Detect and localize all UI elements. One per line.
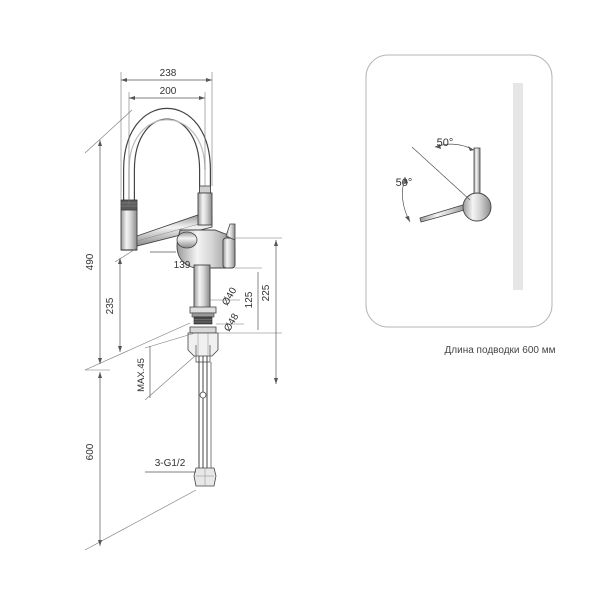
spray-head <box>120 199 138 251</box>
mixer-body <box>176 229 236 269</box>
connection-callout: 3-G1/2 <box>145 458 196 473</box>
angle-label-upper: 50° <box>437 137 454 149</box>
handle-lever <box>225 223 236 241</box>
dim-label-600: 600 <box>85 443 96 460</box>
rotation-view-panel: 50° 50° <box>365 54 553 328</box>
upper-column <box>197 192 213 226</box>
dim-diameter-40: Ø40 <box>210 285 240 308</box>
dim-label-125: 125 <box>244 291 255 308</box>
dim-height-490: 490 <box>84 109 191 371</box>
dim-width-238: 238 <box>120 68 213 200</box>
base-flange <box>189 306 217 325</box>
hose-length-caption: Длина подводки 600 мм <box>444 345 556 356</box>
handle-rotation-diagram: 50° 50° <box>396 137 492 223</box>
connection-label: 3-G1/2 <box>155 458 186 469</box>
dim-label-o48: Ø48 <box>222 311 241 333</box>
dim-label-200: 200 <box>160 86 177 97</box>
dim-max-45: MAX.45 <box>136 332 196 401</box>
arched-spout <box>123 107 211 210</box>
dim-label-490: 490 <box>85 253 96 270</box>
dim-height-125: 125 <box>235 267 262 330</box>
dim-label-139: 139 <box>174 260 191 271</box>
dim-label-o40: Ø40 <box>220 285 239 307</box>
dim-width-200: 200 <box>128 86 206 205</box>
supply-hoses <box>193 356 217 487</box>
faucet-side-view: 238 200 490 235 <box>84 68 282 551</box>
dim-spout-139: 139 <box>150 251 191 271</box>
dim-diameter-48: Ø48 <box>216 311 244 334</box>
scrollbar-track <box>513 83 523 290</box>
dim-label-225: 225 <box>261 284 272 301</box>
dim-label-max45: MAX.45 <box>136 358 147 392</box>
dim-height-225: 225 <box>218 237 282 384</box>
dim-hose-600: 600 <box>84 369 197 551</box>
dim-label-235: 235 <box>105 297 116 314</box>
mounting-nut <box>187 326 219 363</box>
dim-height-235: 235 <box>105 247 138 352</box>
dim-label-238: 238 <box>160 68 177 79</box>
angle-label-left: 50° <box>396 177 413 189</box>
